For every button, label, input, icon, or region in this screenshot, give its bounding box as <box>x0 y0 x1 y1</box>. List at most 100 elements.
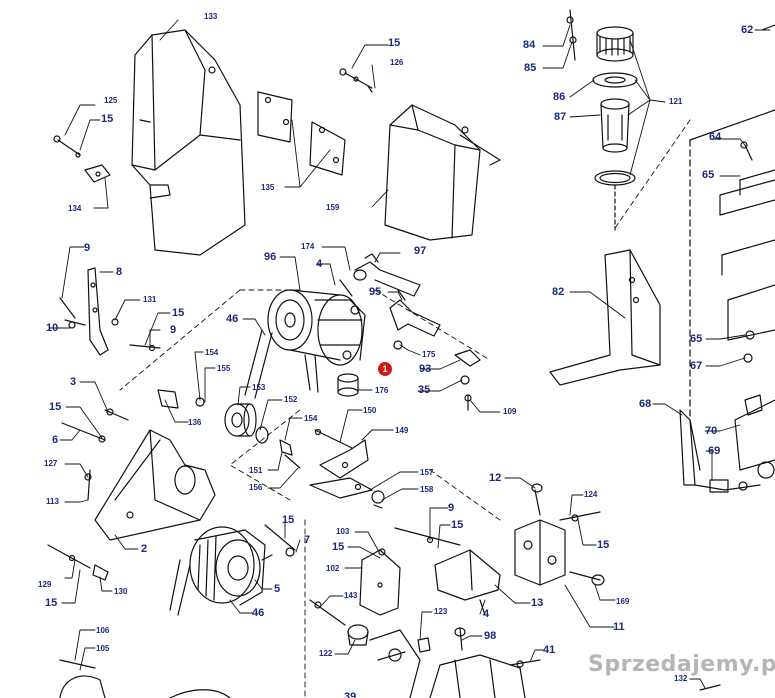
part-label-9: 9 <box>170 324 177 336</box>
part-label-96: 96 <box>264 251 277 263</box>
part-label-15: 15 <box>101 113 114 125</box>
sleeve-176 <box>337 373 359 397</box>
part-label-15: 15 <box>172 307 185 319</box>
part-label-143: 143 <box>344 591 358 600</box>
part-label-4: 4 <box>316 258 323 270</box>
part-label-13: 13 <box>531 597 544 609</box>
part-label-93: 93 <box>419 363 432 375</box>
valve-block-11 <box>514 483 605 586</box>
bolts-3-6 <box>61 408 129 443</box>
part-label-69: 69 <box>708 445 721 457</box>
bolt-125 <box>53 135 111 183</box>
part-label-149: 149 <box>395 426 409 435</box>
part-label-65: 65 <box>702 169 715 181</box>
part-label-133: 133 <box>204 12 218 21</box>
part-label-176: 176 <box>375 386 389 395</box>
part-label-123: 123 <box>434 607 448 616</box>
strap-8 <box>59 267 161 356</box>
filter-assembly-121 <box>566 9 638 231</box>
part-label-5: 5 <box>274 583 281 595</box>
part-label-8: 8 <box>116 266 123 278</box>
bolt-7 <box>264 524 296 557</box>
part-label-158: 158 <box>420 485 434 494</box>
part-label-6: 6 <box>52 434 59 446</box>
part-label-46: 46 <box>226 313 239 325</box>
part-label-130: 130 <box>114 587 128 596</box>
bracket-102 <box>359 548 401 616</box>
part-label-84: 84 <box>523 39 536 51</box>
part-label-113: 113 <box>46 497 59 506</box>
part-label-4: 4 <box>483 608 490 620</box>
part-label-3: 3 <box>70 376 77 388</box>
part-label-41: 41 <box>543 644 556 656</box>
part-label-106: 106 <box>96 626 110 635</box>
part-label-15: 15 <box>332 541 345 553</box>
hose-95 <box>389 289 441 350</box>
part-label-154: 154 <box>304 414 318 423</box>
part-label-67: 67 <box>690 360 703 372</box>
part-label-68: 68 <box>639 398 652 410</box>
bracket-135 <box>257 91 346 176</box>
part-label-132: 132 <box>674 674 688 683</box>
part-label-9: 9 <box>84 242 91 254</box>
part-label-70: 70 <box>705 425 718 437</box>
part-label-134: 134 <box>68 204 82 213</box>
part-label-15: 15 <box>45 597 58 609</box>
part-label-102: 102 <box>326 564 340 573</box>
part-label-65: 65 <box>690 333 703 345</box>
plate-13 <box>394 527 501 601</box>
part-label-169: 169 <box>616 597 630 606</box>
part-label-15: 15 <box>451 519 464 531</box>
part-label-125: 125 <box>104 96 118 105</box>
part-label-124: 124 <box>584 490 598 499</box>
cover-159 <box>384 104 501 241</box>
pin-129 <box>47 544 109 581</box>
part-label-105: 105 <box>96 644 110 653</box>
part-label-15: 15 <box>282 514 295 526</box>
part-label-175: 175 <box>422 350 436 359</box>
part-label-174: 174 <box>301 242 315 251</box>
frame-right <box>689 24 775 479</box>
part-label-156: 156 <box>249 483 263 492</box>
part-label-12: 12 <box>489 472 502 484</box>
bolt-126 <box>339 68 373 93</box>
fitting-93 <box>454 349 481 411</box>
leader-lines <box>49 19 771 689</box>
part-label-64: 64 <box>709 131 722 143</box>
compressor-96 <box>267 279 366 366</box>
highlight-badge[interactable]: 1 <box>378 362 392 376</box>
bracket-149 <box>309 428 385 509</box>
part-label-136: 136 <box>188 418 202 427</box>
part-label-62: 62 <box>741 24 754 36</box>
part-label-97: 97 <box>414 245 427 257</box>
part-label-122: 122 <box>319 649 333 658</box>
part-label-155: 155 <box>217 364 231 373</box>
shroud-panel-133 <box>131 29 246 256</box>
part-label-46: 46 <box>252 607 265 619</box>
part-label-15: 15 <box>597 539 610 551</box>
part-label-127: 127 <box>44 459 58 468</box>
part-label-87: 87 <box>554 111 567 123</box>
dashed-envelope <box>119 119 691 698</box>
part-label-151: 151 <box>249 466 263 475</box>
sensor-69 <box>679 409 761 493</box>
part-label-85: 85 <box>524 62 537 74</box>
part-label-9: 9 <box>448 502 455 514</box>
belt-46a <box>244 329 319 399</box>
part-label-11: 11 <box>613 621 625 633</box>
watermark: Sprzedajemy.pl <box>588 652 775 677</box>
alternator-5 <box>169 526 273 616</box>
part-label-159: 159 <box>326 203 340 212</box>
part-label-103: 103 <box>336 527 350 536</box>
part-label-15: 15 <box>388 37 401 49</box>
part-label-157: 157 <box>420 468 434 477</box>
part-label-39: 39 <box>344 691 357 698</box>
part-label-129: 129 <box>38 580 52 589</box>
part-label-109: 109 <box>503 407 517 416</box>
part-label-131: 131 <box>143 295 157 304</box>
mount-bracket-2 <box>84 429 216 541</box>
part-label-153: 153 <box>252 383 266 392</box>
part-label-154: 154 <box>205 348 219 357</box>
